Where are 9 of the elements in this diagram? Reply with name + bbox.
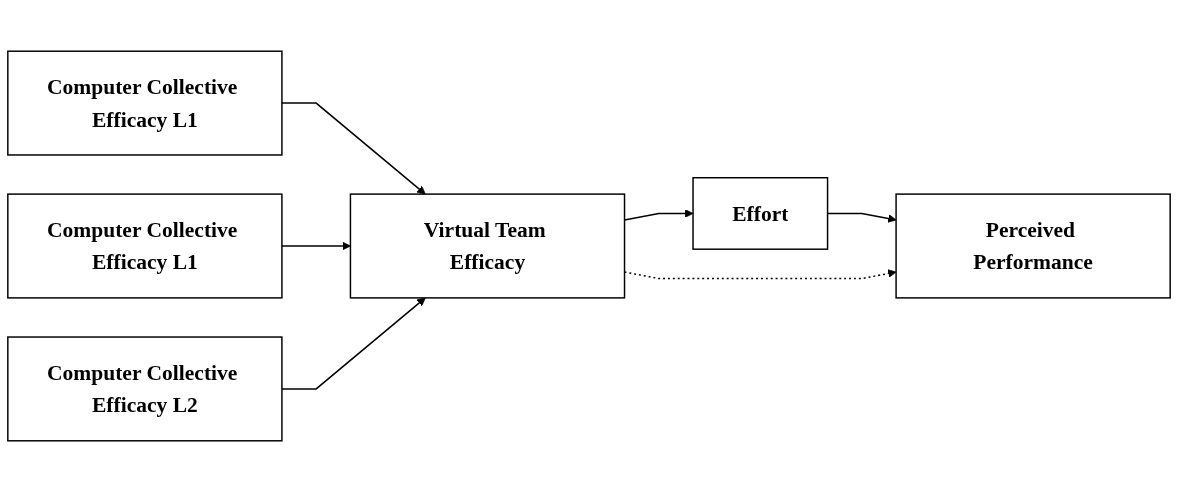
arrow	[281, 102, 426, 195]
node-box: Perceived Performance	[895, 193, 1171, 299]
node-box: Computer Collective Efficacy L1	[7, 193, 283, 299]
node-box: Effort	[692, 177, 829, 250]
node-box: Computer Collective Efficacy L1	[7, 50, 283, 156]
arrow	[281, 241, 351, 251]
node-box: Computer Collective Efficacy L2	[7, 336, 283, 442]
arrow	[281, 297, 426, 390]
node-box: Virtual Team Efficacy	[349, 193, 626, 299]
